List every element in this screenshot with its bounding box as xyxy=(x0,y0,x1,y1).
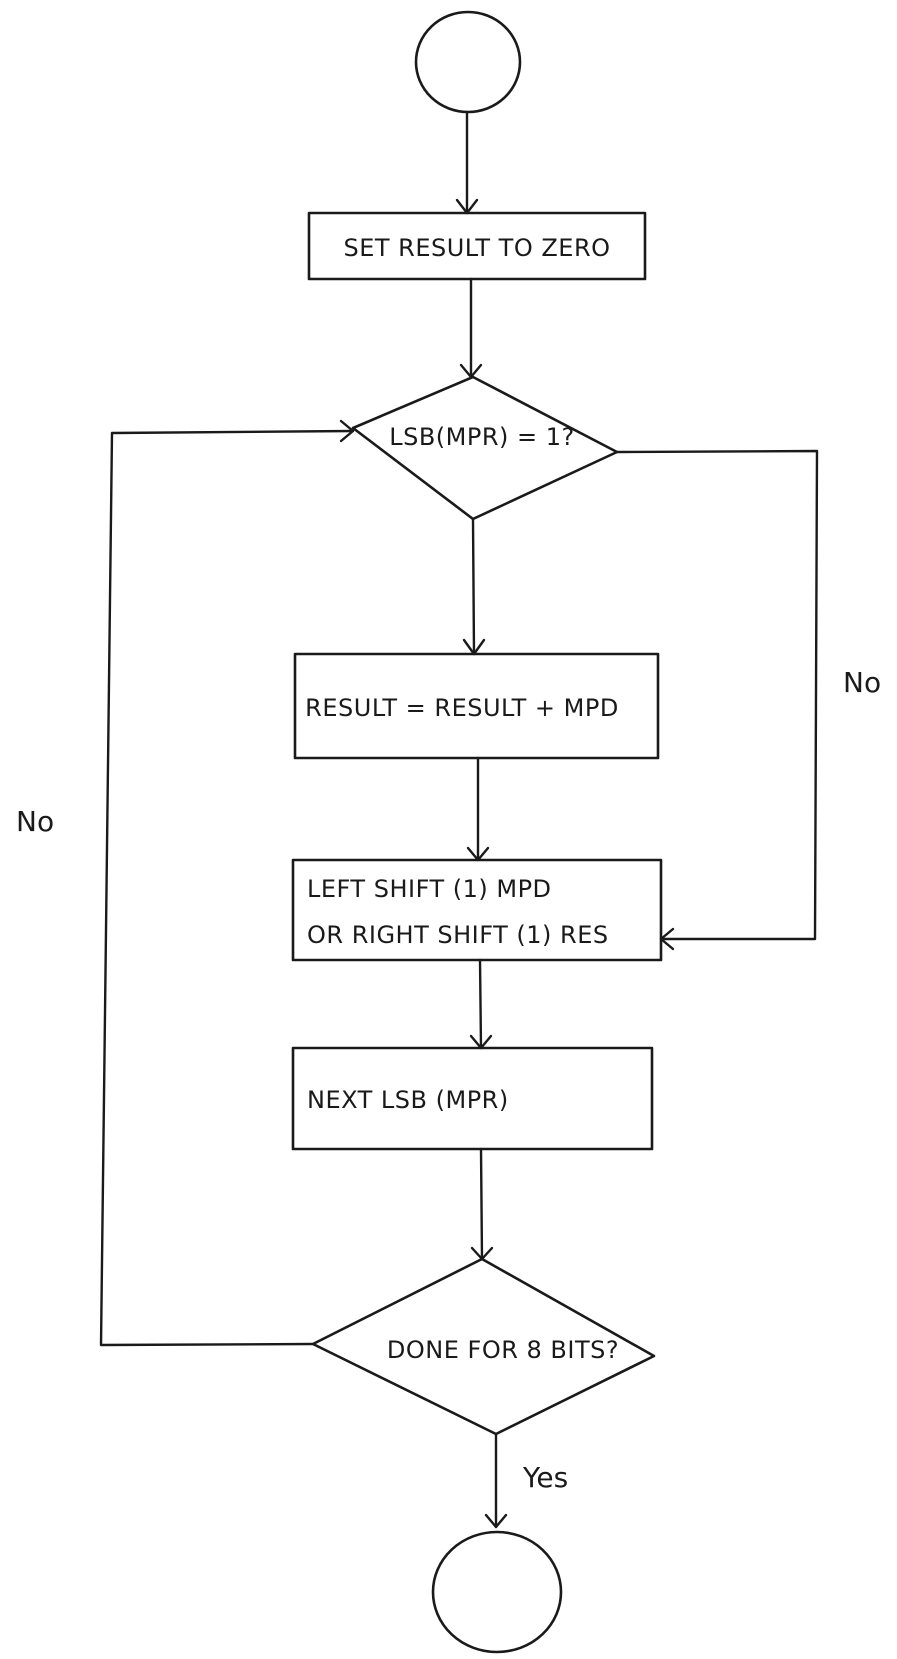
add-result-box xyxy=(293,652,660,760)
arrow-next-to-done xyxy=(470,1147,494,1261)
arrow-done-yes-to-end xyxy=(484,1432,508,1529)
done-yes-label: Yes xyxy=(522,1461,568,1494)
add-result-label: RESULT = RESULT + MPD xyxy=(305,694,619,722)
arrow-start-to-set xyxy=(455,110,479,215)
done-decision-label: DONE FOR 8 BITS? xyxy=(387,1336,619,1364)
shift-box xyxy=(291,858,663,962)
shift-label-line2: OR RIGHT SHIFT (1) RES xyxy=(307,921,609,949)
shift-label-line1: LEFT SHIFT (1) MPD xyxy=(307,875,552,903)
arrow-done-no-loop-back xyxy=(99,419,355,1347)
set-result-box xyxy=(307,211,647,281)
set-result-label: SET RESULT TO ZERO xyxy=(343,234,610,262)
arrow-set-to-lsb-decision xyxy=(459,277,483,379)
end-terminal xyxy=(431,1530,563,1654)
lsb-no-label: No xyxy=(843,666,881,699)
done-no-label: No xyxy=(16,805,54,838)
arrow-shift-to-next xyxy=(469,958,493,1050)
arrow-add-to-shift xyxy=(466,756,490,862)
next-lsb-box xyxy=(291,1046,654,1151)
start-terminal xyxy=(414,10,522,114)
next-lsb-label: NEXT LSB (MPR) xyxy=(307,1086,509,1114)
arrow-lsb-yes-to-add xyxy=(462,517,486,656)
arrow-lsb-no-to-shift xyxy=(615,449,819,951)
lsb-decision-label: LSB(MPR) = 1? xyxy=(389,423,575,451)
